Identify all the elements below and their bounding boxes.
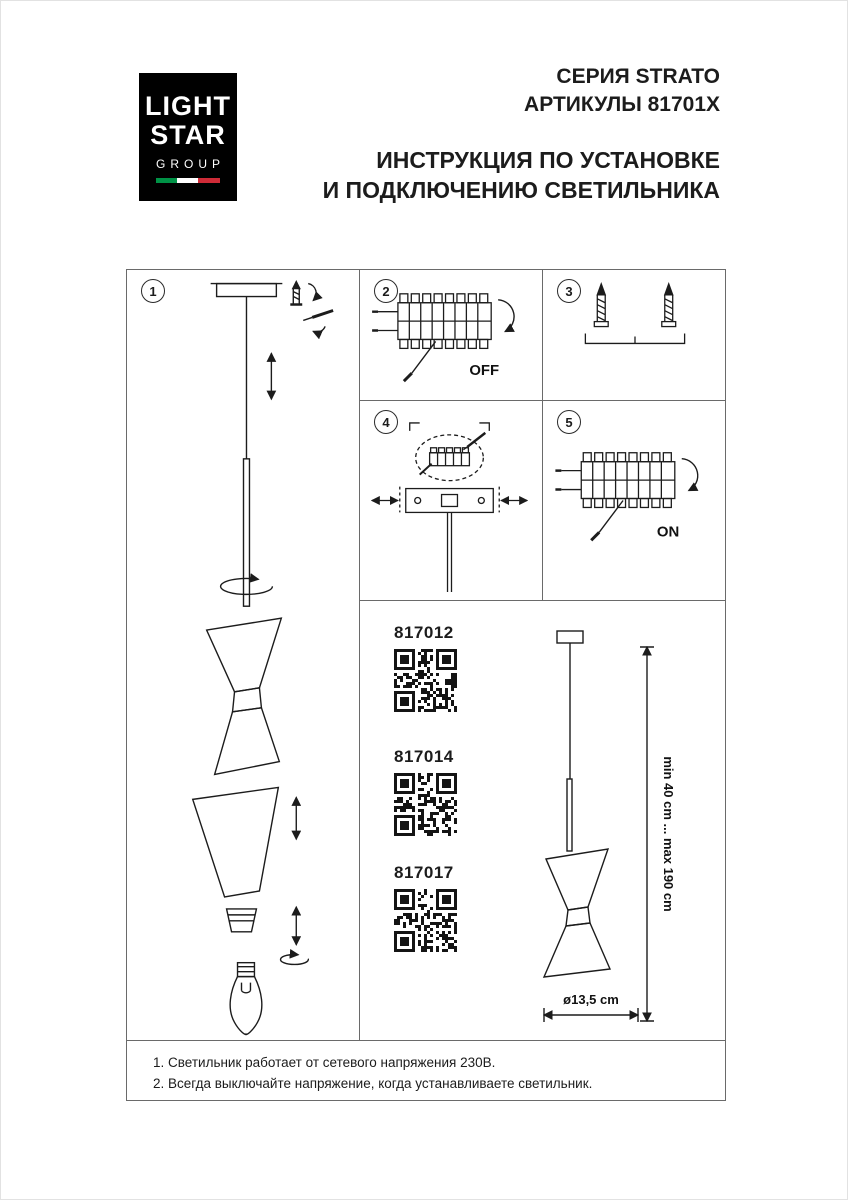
article-number: 817014 [394,747,454,766]
header-text: СЕРИЯ STRATO АРТИКУЛЫ 81701X ИНСТРУКЦИЯ … [323,63,720,205]
qr-code [394,773,457,836]
rotate-arrow [681,458,699,492]
diameter-label: ø13,5 cm [563,992,619,1007]
panel-3-number: 3 [557,279,581,303]
screwdriver-icon [590,500,624,542]
terminal-block-on-diagram: ON [555,452,699,542]
panel-products: min 40 cm ... max 190 cm ø13,5 cm 817012… [360,601,725,1040]
logo-word-group: GROUP [155,156,225,171]
note-line: 2. Всегда выключайте напряжение, когда у… [153,1076,593,1091]
lamp-diffuser [191,786,280,898]
series-title: СЕРИЯ STRATO [556,65,720,88]
rotate-arrow [279,949,310,966]
logo-word-star: STAR [150,119,226,150]
rotate-arrow [219,573,274,596]
product-entry: 817014 [394,747,457,836]
panel-3-screws: 3 [543,270,725,401]
footer-notes: 1. Светильник работает от сетевого напря… [127,1040,725,1100]
rotate-arrow [498,299,515,333]
zoom-detail-circle [415,434,484,482]
socket [225,908,258,933]
screwdriver-icon [402,341,437,383]
terminal-block-icon [555,452,676,509]
lamp-shade-bowtie [542,848,612,978]
note-line: 1. Светильник работает от сетевого напря… [153,1055,496,1070]
bulb-icon [229,961,263,1036]
panel-5-power-on: 5 [543,401,725,601]
assembly-diagram [191,280,334,1036]
screwdriver-icon [303,309,334,322]
lamp-shade-bowtie [205,617,283,776]
terminal-block-icon [372,293,492,350]
on-label: ON [657,523,679,540]
instruction-title-line1: ИНСТРУКЦИЯ ПО УСТАНОВКЕ [376,147,720,173]
panel-2-power-off: 2 [360,270,543,401]
screw-icon [661,282,677,328]
ceiling-canopy [215,282,278,298]
panel-4-mounting-plate: 4 [360,401,543,601]
ceiling-canopy [556,630,584,644]
suspension-rod [242,458,251,607]
lightstar-logo: LIGHT STAR GROUP [139,73,237,201]
panel-2-number: 2 [374,279,398,303]
italian-flag-stripe [156,177,220,183]
terminal-block-icon [428,447,471,467]
article-number: 817012 [394,623,454,642]
screw-icon [593,282,609,328]
panel-1-assembly: 1 [127,270,360,1040]
suspension-rod [566,778,573,852]
off-label: OFF [469,363,499,379]
instruction-title-line2: И ПОДКЛЮЧЕНИЮ СВЕТИЛЬНИКА [322,177,720,203]
rotate-arrow [308,282,323,302]
dimension-diagram: min 40 cm ... max 190 cm ø13,5 cm [542,630,676,1023]
qr-code [394,889,457,952]
product-entry: 817012 [394,623,457,712]
panel-4-number: 4 [374,410,398,434]
diagram-grid: 1 [126,269,726,1101]
panel-1-number: 1 [141,279,165,303]
mounting-plate [405,487,494,514]
mounting-plate-diagram [370,422,529,592]
panel-5-number: 5 [557,410,581,434]
height-range-label: min 40 cm ... max 190 cm [661,756,676,911]
screwdriver-icon [419,431,487,476]
screw-icon [290,280,303,306]
product-entry: 817017 [394,863,457,952]
terminal-block-off-diagram: OFF [372,293,515,383]
qr-code [394,649,457,712]
logo-word-light: LIGHT [145,90,231,121]
articles-line: АРТИКУЛЫ 81701X [524,93,720,116]
mounting-bracket [584,333,686,345]
mounting-screws-diagram [584,282,686,345]
article-number: 817017 [394,863,454,882]
